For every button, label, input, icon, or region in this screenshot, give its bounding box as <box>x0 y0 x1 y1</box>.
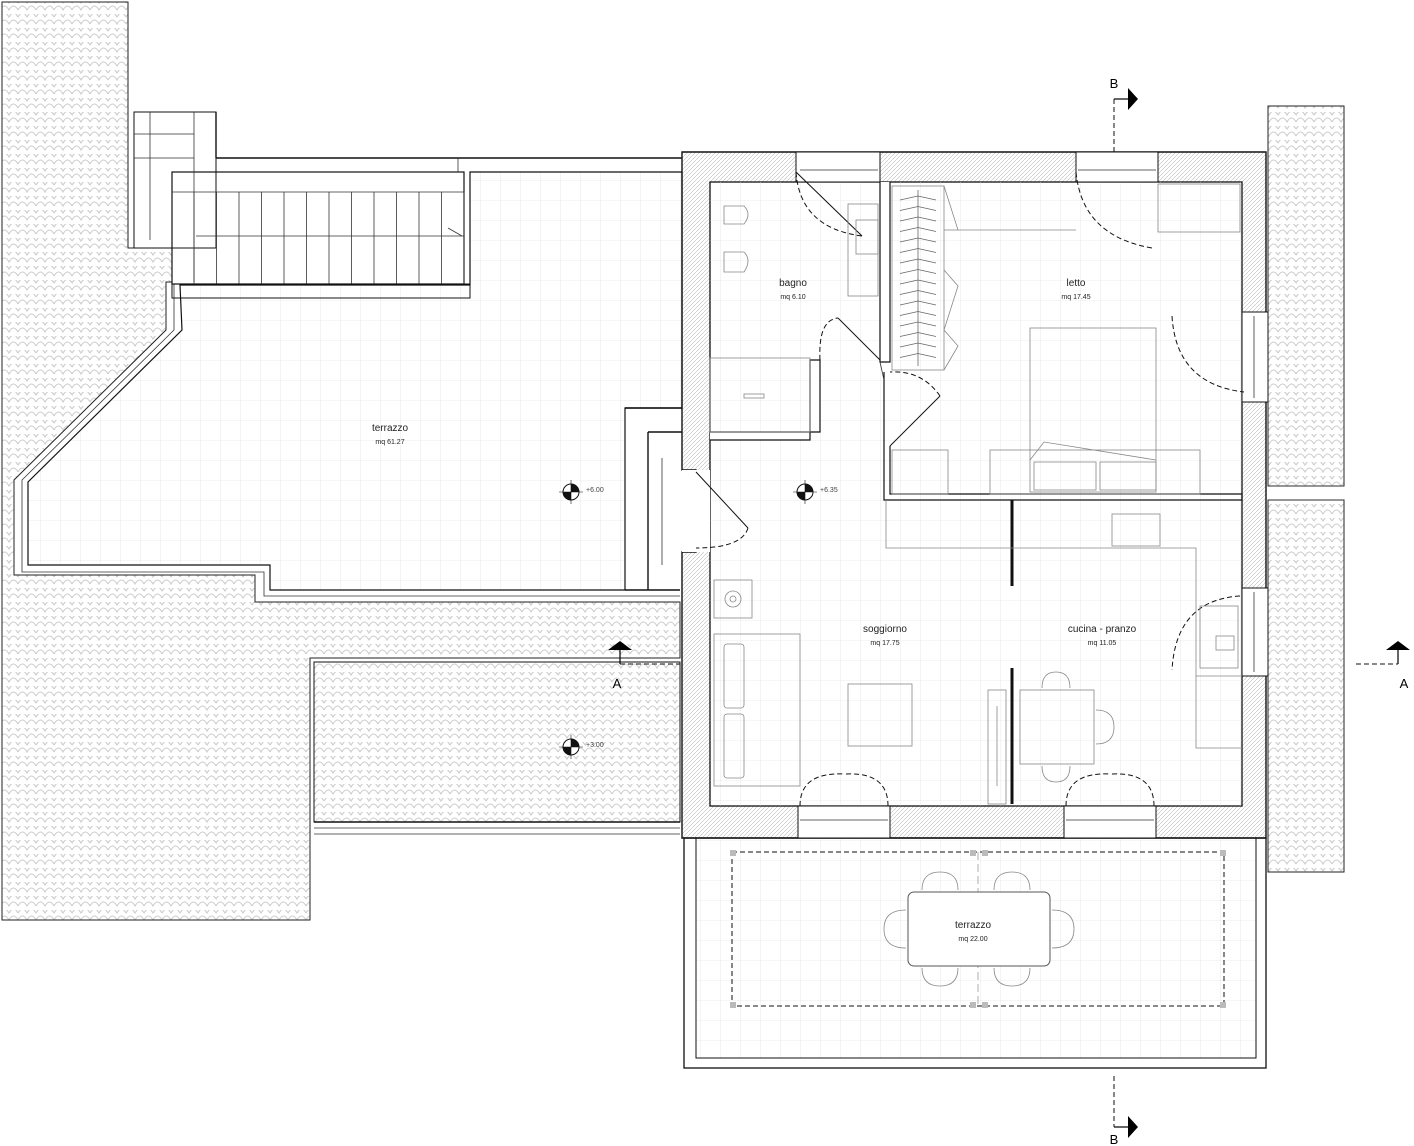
section-a-right-marker <box>1356 641 1410 665</box>
terrazzo-bottom-floor <box>683 837 1267 1069</box>
roof-tiles-right <box>1267 105 1345 873</box>
room-area-cucina: mq 11.05 <box>1088 640 1117 647</box>
stair <box>133 111 682 299</box>
room-area-terrazzo-bottom: mq 22.00 <box>958 936 987 943</box>
level-label-terrazzo: +6.00 <box>586 487 604 494</box>
room-name-bagno: bagno <box>779 278 807 289</box>
room-area-terrazzo-left: mq 61.27 <box>375 439 404 446</box>
level-label-lower-roof: +3.00 <box>586 742 604 749</box>
section-a-right-label: A <box>1400 676 1409 691</box>
room-name-soggiorno: soggiorno <box>863 624 907 635</box>
wardrobe-hangers <box>899 190 937 366</box>
room-name-letto: letto <box>1067 278 1086 289</box>
section-b-bottom-marker <box>1113 1076 1138 1138</box>
level-marker-terrazzo <box>559 480 583 504</box>
section-a-left-marker <box>608 641 680 665</box>
room-name-terrazzo-left: terrazzo <box>372 423 409 434</box>
room-area-soggiorno: mq 17.75 <box>870 640 899 647</box>
apartment-walls <box>681 151 1269 839</box>
room-area-bagno: mq 6.10 <box>780 294 805 301</box>
level-label-interior: +6.35 <box>820 487 838 494</box>
section-b-bottom-label: B <box>1110 1132 1119 1146</box>
level-marker-interior <box>793 480 817 504</box>
furniture <box>709 183 1242 805</box>
doors <box>695 171 1245 807</box>
terrazzo-left-floor <box>21 171 683 597</box>
lower-roof <box>313 661 681 835</box>
room-name-cucina: cucina - pranzo <box>1068 624 1137 635</box>
section-a-left-label: A <box>613 676 622 691</box>
room-area-letto: mq 17.45 <box>1061 294 1090 301</box>
room-name-terrazzo-bottom: terrazzo <box>955 920 992 931</box>
section-b-top-label: B <box>1110 76 1119 91</box>
stair-treads <box>193 192 465 284</box>
section-b-top-marker <box>1113 88 1138 152</box>
level-marker-lower-roof <box>559 735 583 759</box>
